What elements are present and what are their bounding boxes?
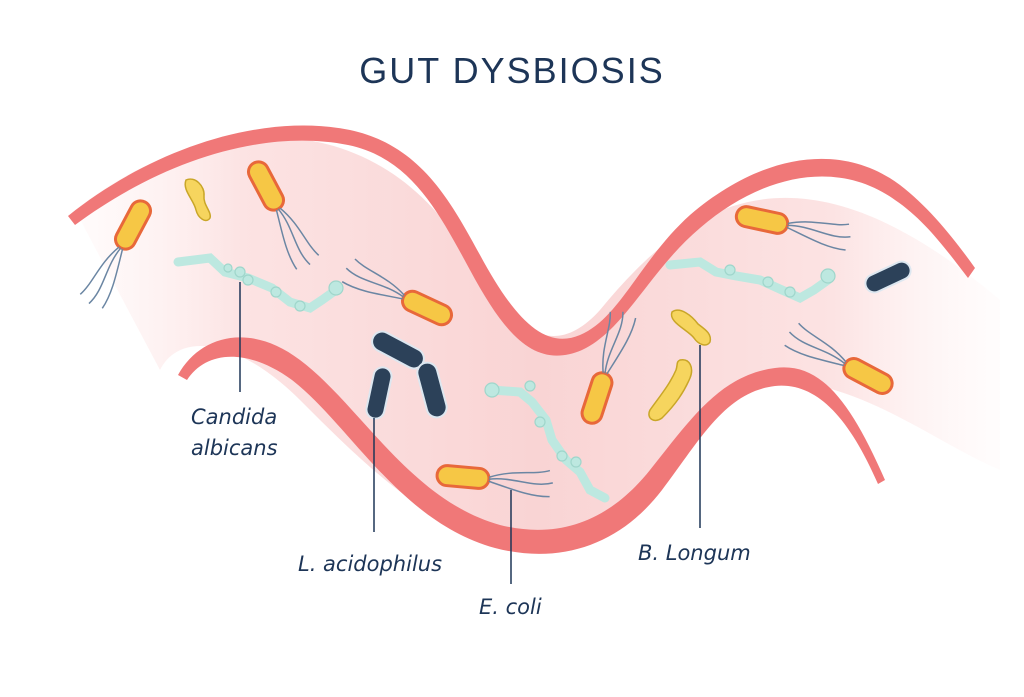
ecoli-bacterium-4 bbox=[435, 464, 554, 498]
longum-bacterium-2 bbox=[670, 309, 712, 346]
ecoli-bacterium-2 bbox=[246, 160, 320, 270]
page-title: GUT DYSBIOSIS bbox=[359, 50, 665, 91]
longum-label: B. Longum bbox=[638, 541, 751, 565]
longum-bacterium-3 bbox=[648, 359, 693, 422]
longum-bacterium-1 bbox=[184, 178, 212, 222]
ecoli-bacterium-5 bbox=[580, 311, 637, 425]
candida-label-line1: Candida bbox=[191, 405, 278, 429]
candida-label: Candida albicans bbox=[191, 402, 278, 464]
acidophilus-label: L. acidophilus bbox=[298, 552, 443, 576]
acidophilus-bacterium-2 bbox=[416, 361, 448, 419]
candida-label-line2: albicans bbox=[191, 436, 278, 460]
acidophilus-bacterium-4 bbox=[864, 260, 912, 294]
candida-hyphae-middle bbox=[484, 380, 610, 503]
ecoli-bacterium-1 bbox=[79, 199, 153, 309]
candida-hyphae-left bbox=[173, 253, 344, 313]
ecoli-bacterium-7 bbox=[784, 322, 894, 396]
ecoli-bacterium-3 bbox=[341, 258, 454, 327]
ecoli-label: E. coli bbox=[479, 595, 542, 619]
candida-hyphae-right bbox=[665, 257, 836, 304]
gut-upper-wall bbox=[68, 125, 975, 356]
